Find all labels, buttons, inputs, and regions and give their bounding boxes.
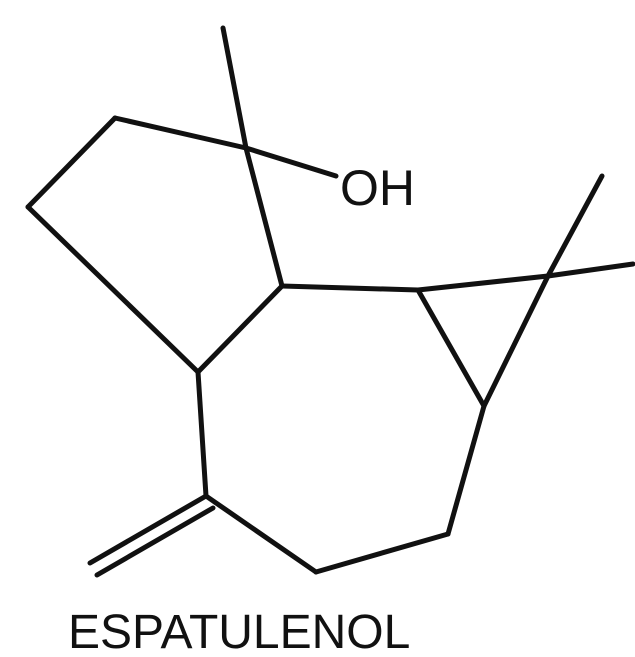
bond-c6-c11 [415, 273, 551, 293]
bond-c10-methylene-b [94, 505, 216, 578]
bond-c4-c6 [279, 283, 421, 293]
bond-c5-methyl [220, 25, 249, 151]
bond-c11-methyl-right [545, 261, 635, 279]
bond-c4-c5 [243, 145, 285, 289]
bond-c11-c7 [481, 273, 551, 409]
compound-name: ESPATULENOL [68, 606, 410, 657]
bond-c10-c3 [195, 369, 209, 499]
bond-c7-c8 [445, 403, 487, 537]
bond-c6-c7 [415, 287, 487, 409]
bond-c1-c2 [25, 115, 118, 210]
bond-c10-methylene-a [87, 493, 209, 566]
bond-c2-c3 [25, 204, 201, 375]
bond-c3-c4 [195, 283, 285, 375]
bond-c5-oh [243, 145, 339, 179]
hydroxyl-label: OH [340, 160, 415, 216]
bond-c9-c10 [203, 493, 319, 575]
bond-c11-methyl-up [545, 173, 605, 279]
bond-c8-c9 [313, 531, 451, 575]
bond-c5-c1 [112, 115, 249, 151]
